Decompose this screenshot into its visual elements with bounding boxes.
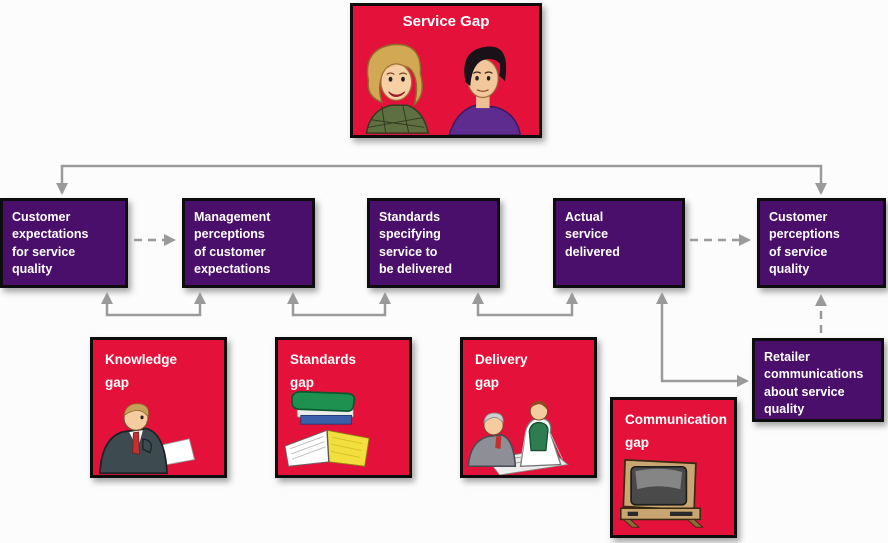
television-icon: [619, 459, 704, 528]
box-label: Management perceptions of customer expec…: [194, 210, 271, 276]
box-label: Knowledge gap: [105, 352, 178, 390]
service-gap-box: Service Gap: [350, 3, 542, 138]
elbow-arrow-actual-retailer: [656, 292, 749, 387]
box-label: Customer perceptions of service quality: [769, 210, 840, 276]
box-label: Standards specifying service to be deliv…: [379, 210, 452, 276]
box-management-perceptions: Management perceptions of customer expec…: [182, 198, 315, 288]
box-knowledge-gap: Knowledge gap: [90, 337, 227, 478]
businessman-reading-icon: [98, 403, 196, 475]
man-face: [448, 46, 522, 135]
top-bracket-arrow: [56, 164, 827, 195]
standards-gap-bracket-arrow: [287, 292, 391, 317]
box-label: Standards gap: [290, 352, 357, 390]
woman-face: [365, 43, 429, 134]
service-gap-title: Service Gap: [402, 13, 490, 30]
box-label: Communication gap: [625, 412, 728, 450]
box-standards-specifying: Standards specifying service to be deliv…: [367, 198, 500, 288]
box-label: Customer expectations for service qualit…: [12, 210, 89, 276]
box-customer-perceptions: Customer perceptions of service quality: [757, 198, 886, 288]
box-actual-service: Actual service delivered: [553, 198, 685, 288]
delivery-gap-bracket-arrow: [472, 292, 578, 317]
box-communication-gap: Communication gap: [610, 397, 737, 538]
box-retailer-communications: Retailer communications about service qu…: [752, 338, 884, 422]
box-label: Delivery gap: [475, 352, 528, 390]
box-label: Actual service delivered: [565, 210, 620, 259]
box-delivery-gap: Delivery gap: [460, 337, 597, 478]
box-standards-gap: Standards gap: [275, 337, 412, 478]
customers-faces-icon: [365, 43, 522, 135]
books-icon: [284, 390, 370, 467]
box-customer-expectations: Customer expectations for service qualit…: [0, 198, 128, 288]
box-label: Retailer communications about service qu…: [764, 350, 864, 416]
knowledge-gap-bracket-arrow: [101, 292, 206, 317]
